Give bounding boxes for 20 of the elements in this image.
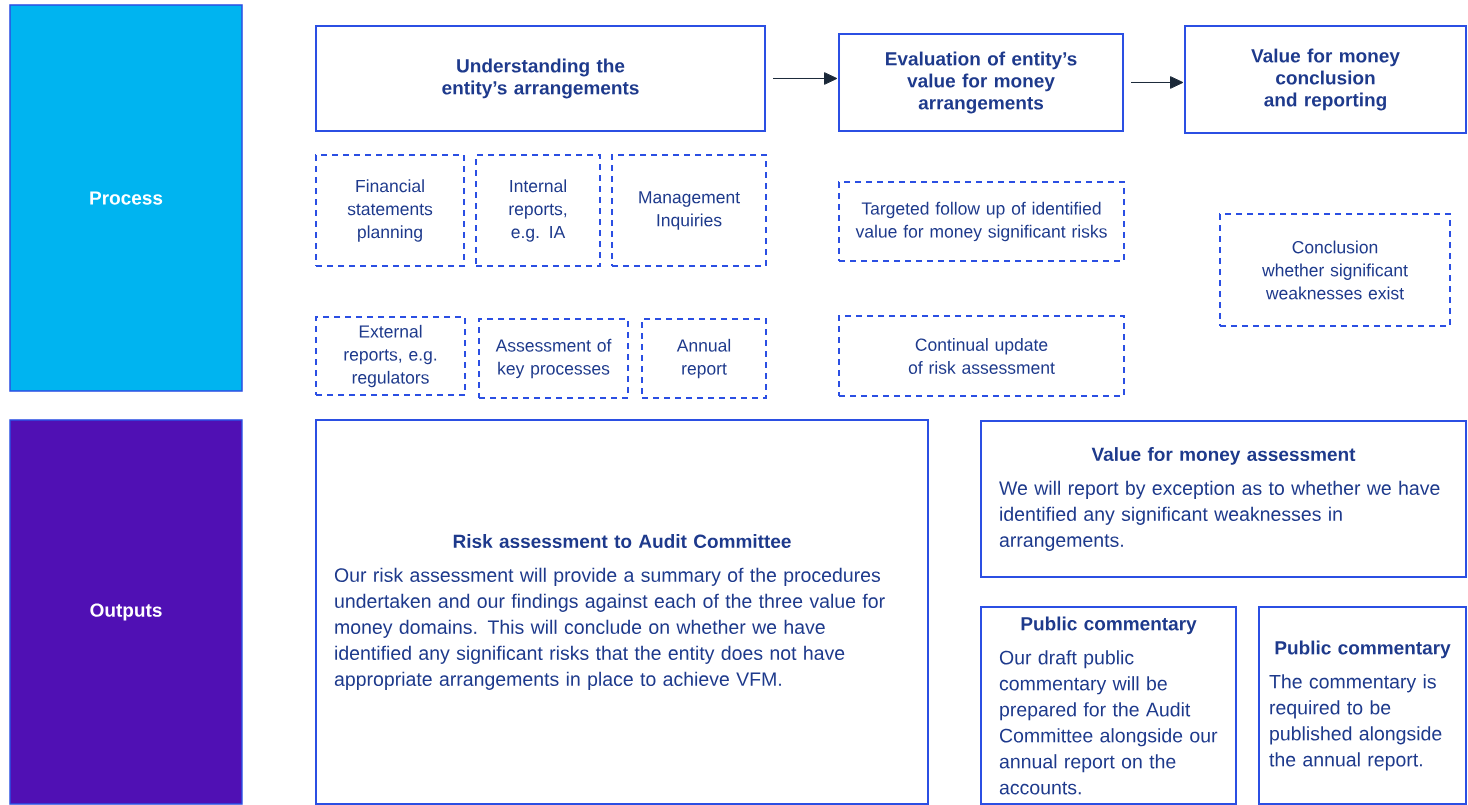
dashed-box: External reports, e.g. regulators [315,316,466,396]
process-box: Value for money conclusion and reporting [1184,25,1467,134]
section-band: Outputs [9,419,243,805]
text-box: Value for money assessment We will report by exception as to whether we have identified any significant weaknesses in arrangements. [980,420,1467,578]
arrow [1130,76,1184,89]
text-box: Risk assessment to Audit Committee Our risk assessment will provide a summary of the procedures undertaken and our findings against each of the three value for money domains. This will conclude on whether we have identified any significant risks that the entity does not have appropriate arrangements in place to achieve VFM. [315,419,929,805]
dashed-box: Management Inquiries [611,154,767,267]
process-box: Understanding the entity’s arrangements [315,25,766,132]
dashed-box: Conclusion whether significant weaknesses exist [1219,213,1451,327]
dashed-box: Continual update of risk assessment [838,315,1125,397]
arrow [772,72,838,85]
dashed-box: Internal reports, e.g. IA [475,154,601,267]
dashed-box: Annual report [641,318,767,399]
dashed-box: Targeted follow up of identified value for money significant risks [838,181,1125,262]
text-box: Public commentary The commentary is required to be published alongside the annual report. [1258,606,1467,805]
text-box: Public commentary Our draft public commentary will be prepared for the Audit Committee alongside our annual report on the accounts. [980,606,1237,805]
section-band: Process [9,4,243,392]
dashed-box: Assessment of key processes [478,318,629,399]
process-box: Evaluation of entity’s value for money arrangements [838,33,1124,132]
dashed-box: Financial statements planning [315,154,465,267]
